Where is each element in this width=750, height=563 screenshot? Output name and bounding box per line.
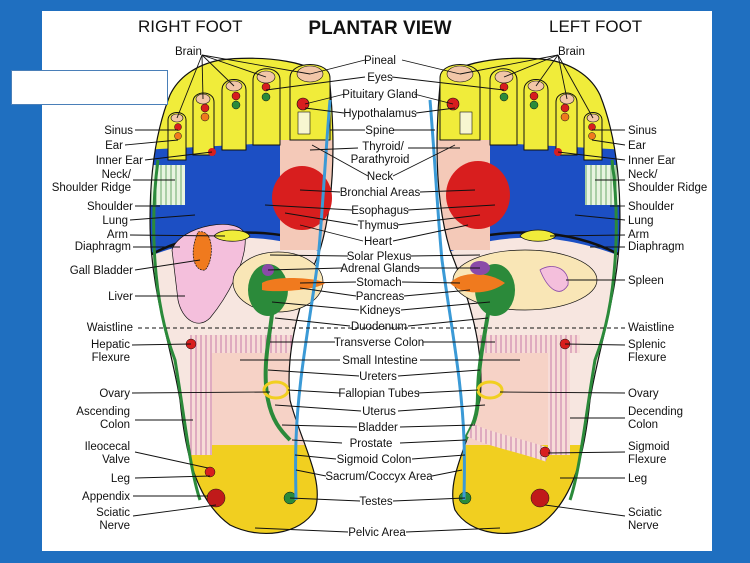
label-sciatic-left-1: Sciatic: [628, 507, 662, 519]
label-solar-plexus: Solar Plexus: [347, 251, 412, 263]
label-brain-right: Brain: [175, 46, 202, 58]
label-inner-ear-right: Inner Ear: [96, 155, 143, 167]
label-shoulder-right: Shoulder: [87, 201, 133, 213]
label-heart: Heart: [364, 236, 393, 248]
label-sigmoid-flexure-2: Flexure: [628, 454, 666, 466]
label-fallopian: Fallopian Tubes: [338, 388, 419, 400]
label-leg-left: Leg: [628, 473, 647, 485]
label-small-intestine: Small Intestine: [342, 355, 417, 367]
label-pituitary: Pituitary Gland: [342, 89, 417, 101]
label-sigmoid-colon: Sigmoid Colon: [337, 454, 412, 466]
label-thyroid-2: Parathyroid: [351, 154, 410, 166]
label-ureters: Ureters: [359, 371, 397, 383]
label-arm-left: Arm: [628, 229, 649, 241]
label-neck-left: Neck/: [628, 169, 658, 181]
right-foot-label: RIGHT FOOT: [138, 17, 243, 36]
label-sacrum: Sacrum/Coccyx Area: [325, 471, 433, 483]
label-adrenal: Adrenal Glands: [340, 263, 420, 275]
label-pancreas: Pancreas: [356, 291, 405, 303]
label-diaphragm-left: Diaphragm: [628, 241, 684, 253]
label-waistline-right: Waistline: [87, 322, 133, 334]
label-brain-left: Brain: [558, 46, 585, 58]
right-foot: [149, 57, 334, 535]
label-ovary-right: Ovary: [99, 388, 130, 400]
label-uterus: Uterus: [362, 406, 396, 418]
label-liver: Liver: [108, 291, 133, 303]
label-pineal: Pineal: [364, 55, 396, 67]
label-splenic-flexure-2: Flexure: [628, 352, 666, 364]
labels: RIGHT FOOT PLANTAR VIEW LEFT FOOT Brain …: [52, 17, 708, 539]
label-spleen: Spleen: [628, 275, 664, 287]
label-transverse-colon: Transverse Colon: [334, 337, 424, 349]
label-decending-colon-1: Decending: [628, 406, 683, 418]
label-appendix: Appendix: [82, 491, 130, 503]
label-sigmoid-flexure-1: Sigmoid: [628, 441, 670, 453]
label-ascending-colon-2: Colon: [100, 419, 130, 431]
label-duodenum: Duodenum: [351, 321, 407, 333]
label-ear-left: Ear: [628, 140, 646, 152]
label-ear-right: Ear: [105, 140, 123, 152]
leader-lines: [124, 54, 626, 533]
label-sciatic-left-2: Nerve: [628, 520, 659, 532]
label-neck-center: Neck: [367, 171, 393, 183]
label-arm-right: Arm: [107, 229, 128, 241]
label-waistline-left: Waistline: [628, 322, 674, 334]
label-splenic-flexure-1: Splenic: [628, 339, 666, 351]
label-neck-right: Neck/: [102, 169, 132, 181]
label-sciatic-right-1: Sciatic: [96, 507, 130, 519]
label-thymus: Thymus: [358, 220, 399, 232]
label-hypothalamus: Hypothalamus: [343, 108, 417, 120]
left-foot-label: LEFT FOOT: [549, 17, 642, 36]
left-foot: [428, 57, 621, 535]
label-lung-left: Lung: [628, 215, 654, 227]
label-ascending-colon-1: Ascending: [76, 406, 130, 418]
overlay-box: [11, 70, 168, 105]
label-lung-right: Lung: [102, 215, 128, 227]
label-diaphragm-right: Diaphragm: [75, 241, 131, 253]
chart-title: PLANTAR VIEW: [308, 18, 451, 39]
label-hepatic-flexure-2: Flexure: [92, 352, 130, 364]
label-gall-bladder: Gall Bladder: [70, 265, 133, 277]
label-eyes: Eyes: [367, 72, 393, 84]
label-bladder: Bladder: [358, 422, 398, 434]
label-shoulder-left: Shoulder: [628, 201, 674, 213]
label-testes: Testes: [359, 496, 392, 508]
label-kidneys: Kidneys: [360, 305, 401, 317]
label-stomach: Stomach: [356, 277, 401, 289]
label-shoulder-ridge-left: Shoulder Ridge: [628, 182, 707, 194]
label-spine: Spine: [365, 125, 394, 137]
label-ovary-left: Ovary: [628, 388, 659, 400]
label-thyroid-1: Thyroid/: [362, 141, 404, 153]
label-sinus-right: Sinus: [104, 125, 133, 137]
label-sinus-left: Sinus: [628, 125, 657, 137]
label-hepatic-flexure-1: Hepatic: [91, 339, 130, 351]
label-esophagus: Esophagus: [351, 205, 409, 217]
label-decending-colon-2: Colon: [628, 419, 658, 431]
label-prostate: Prostate: [350, 438, 393, 450]
label-ileocecal-2: Valve: [102, 454, 130, 466]
label-shoulder-ridge-right: Shoulder Ridge: [52, 182, 131, 194]
label-bronchial: Bronchial Areas: [340, 187, 421, 199]
label-ileocecal-1: Ileocecal: [85, 441, 130, 453]
label-inner-ear-left: Inner Ear: [628, 155, 675, 167]
label-pelvic: Pelvic Area: [348, 527, 406, 539]
label-sciatic-right-2: Nerve: [99, 520, 130, 532]
label-leg-right: Leg: [111, 473, 130, 485]
